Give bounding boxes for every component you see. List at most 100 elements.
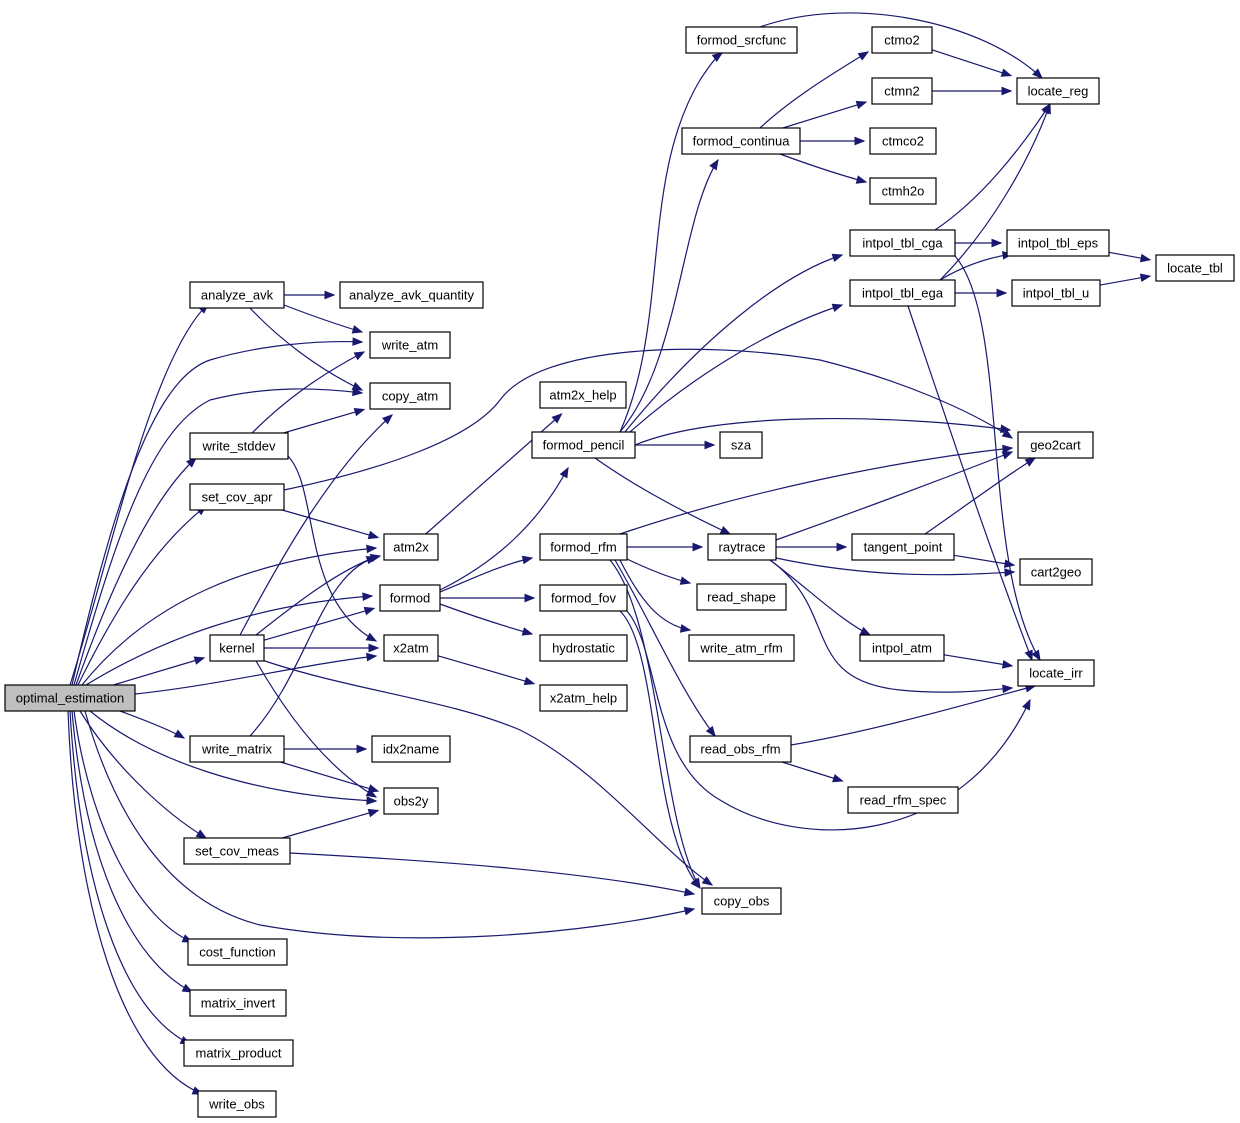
node-box[interactable] — [1006, 229, 1110, 257]
node-cost-function[interactable]: cost_function — [187, 938, 288, 966]
node-box[interactable] — [539, 634, 628, 662]
node-box[interactable] — [369, 382, 451, 410]
node-formod-rfm[interactable]: formod_rfm — [539, 533, 628, 561]
node-box[interactable] — [539, 684, 628, 712]
node-ctmh2o[interactable]: ctmh2o — [869, 177, 937, 205]
node-formod-pencil[interactable]: formod_pencil — [531, 431, 636, 459]
node-intpol-atm[interactable]: intpol_atm — [859, 634, 945, 662]
arrowhead — [692, 542, 704, 552]
node-intpol-tbl-u[interactable]: intpol_tbl_u — [1011, 279, 1101, 307]
node-box[interactable] — [4, 684, 136, 712]
node-box[interactable] — [1155, 254, 1235, 282]
node-box[interactable] — [1017, 659, 1095, 687]
node-raytrace[interactable]: raytrace — [707, 533, 777, 561]
node-tangent-point[interactable]: tangent_point — [851, 533, 955, 561]
node-box[interactable] — [383, 787, 439, 815]
node-box[interactable] — [1017, 431, 1094, 459]
node-locate-irr[interactable]: locate_irr — [1017, 659, 1095, 687]
node-box[interactable] — [187, 938, 288, 966]
node-box[interactable] — [189, 735, 285, 763]
node-box[interactable] — [189, 281, 285, 309]
node-box[interactable] — [685, 26, 798, 54]
node-box[interactable] — [869, 177, 937, 205]
node-write-matrix[interactable]: write_matrix — [189, 735, 285, 763]
node-box[interactable] — [1011, 279, 1101, 307]
node-read-obs-rfm[interactable]: read_obs_rfm — [689, 735, 792, 763]
node-box[interactable] — [681, 127, 801, 155]
node-idx2name[interactable]: idx2name — [371, 735, 451, 763]
node-box[interactable] — [849, 229, 956, 257]
node-x2atm[interactable]: x2atm — [383, 634, 439, 662]
node-optimal-estimation[interactable]: optimal_estimation — [4, 684, 136, 712]
node-intpol-tbl-eps[interactable]: intpol_tbl_eps — [1006, 229, 1110, 257]
node-box[interactable] — [339, 281, 484, 309]
node-box[interactable] — [383, 533, 439, 561]
node-kernel[interactable]: kernel — [209, 634, 265, 662]
node-box[interactable] — [688, 634, 795, 662]
node-box[interactable] — [871, 26, 933, 54]
node-analyze-avk-quantity[interactable]: analyze_avk_quantity — [339, 281, 484, 309]
node-formod[interactable]: formod — [379, 584, 441, 612]
node-box[interactable] — [1019, 558, 1093, 586]
node-box[interactable] — [531, 431, 636, 459]
node-box[interactable] — [869, 127, 937, 155]
node-box[interactable] — [707, 533, 777, 561]
node-intpol-tbl-cga[interactable]: intpol_tbl_cga — [849, 229, 956, 257]
node-box[interactable] — [719, 431, 763, 459]
node-geo2cart[interactable]: geo2cart — [1017, 431, 1094, 459]
node-box[interactable] — [696, 583, 787, 611]
node-ctmo2[interactable]: ctmo2 — [871, 26, 933, 54]
node-cart2geo[interactable]: cart2geo — [1019, 558, 1093, 586]
node-box[interactable] — [189, 483, 285, 511]
node-box[interactable] — [871, 77, 933, 105]
node-box[interactable] — [183, 837, 291, 865]
node-box[interactable] — [197, 1090, 277, 1118]
node-box[interactable] — [689, 735, 792, 763]
node-ctmco2[interactable]: ctmco2 — [869, 127, 937, 155]
node-formod-srcfunc[interactable]: formod_srcfunc — [685, 26, 798, 54]
node-box[interactable] — [701, 887, 782, 915]
node-copy-obs[interactable]: copy_obs — [701, 887, 782, 915]
node-box[interactable] — [183, 1039, 294, 1067]
node-box[interactable] — [189, 432, 289, 460]
node-box[interactable] — [189, 989, 287, 1017]
node-obs2y[interactable]: obs2y — [383, 787, 439, 815]
node-read-shape[interactable]: read_shape — [696, 583, 787, 611]
node-box[interactable] — [539, 381, 627, 409]
node-x2atm-help[interactable]: x2atm_help — [539, 684, 628, 712]
node-write-atm[interactable]: write_atm — [369, 331, 451, 359]
node-atm2x-help[interactable]: atm2x_help — [539, 381, 627, 409]
node-matrix-product[interactable]: matrix_product — [183, 1039, 294, 1067]
node-box[interactable] — [849, 279, 956, 307]
node-box[interactable] — [859, 634, 945, 662]
node-set-cov-meas[interactable]: set_cov_meas — [183, 837, 291, 865]
node-box[interactable] — [851, 533, 955, 561]
node-box[interactable] — [383, 634, 439, 662]
node-box[interactable] — [539, 533, 628, 561]
node-atm2x[interactable]: atm2x — [383, 533, 439, 561]
node-write-atm-rfm[interactable]: write_atm_rfm — [688, 634, 795, 662]
node-locate-tbl[interactable]: locate_tbl — [1155, 254, 1235, 282]
node-ctmn2[interactable]: ctmn2 — [871, 77, 933, 105]
node-formod-fov[interactable]: formod_fov — [539, 584, 628, 612]
node-write-obs[interactable]: write_obs — [197, 1090, 277, 1118]
node-box[interactable] — [209, 634, 265, 662]
node-set-cov-apr[interactable]: set_cov_apr — [189, 483, 285, 511]
node-copy-atm[interactable]: copy_atm — [369, 382, 451, 410]
node-sza[interactable]: sza — [719, 431, 763, 459]
node-write-stddev[interactable]: write_stddev — [189, 432, 289, 460]
node-read-rfm-spec[interactable]: read_rfm_spec — [847, 786, 959, 814]
node-box[interactable] — [847, 786, 959, 814]
node-box[interactable] — [369, 331, 451, 359]
node-matrix-invert[interactable]: matrix_invert — [189, 989, 287, 1017]
node-locate-reg[interactable]: locate_reg — [1016, 77, 1100, 105]
node-box[interactable] — [371, 735, 451, 763]
node-analyze-avk[interactable]: analyze_avk — [189, 281, 285, 309]
node-box[interactable] — [539, 584, 628, 612]
node-box[interactable] — [1016, 77, 1100, 105]
node-formod-continua[interactable]: formod_continua — [681, 127, 801, 155]
node-hydrostatic[interactable]: hydrostatic — [539, 634, 628, 662]
node-box[interactable] — [379, 584, 441, 612]
node-intpol-tbl-ega[interactable]: intpol_tbl_ega — [849, 279, 956, 307]
edge-formod_continua-to-ctmco2 — [800, 136, 866, 146]
